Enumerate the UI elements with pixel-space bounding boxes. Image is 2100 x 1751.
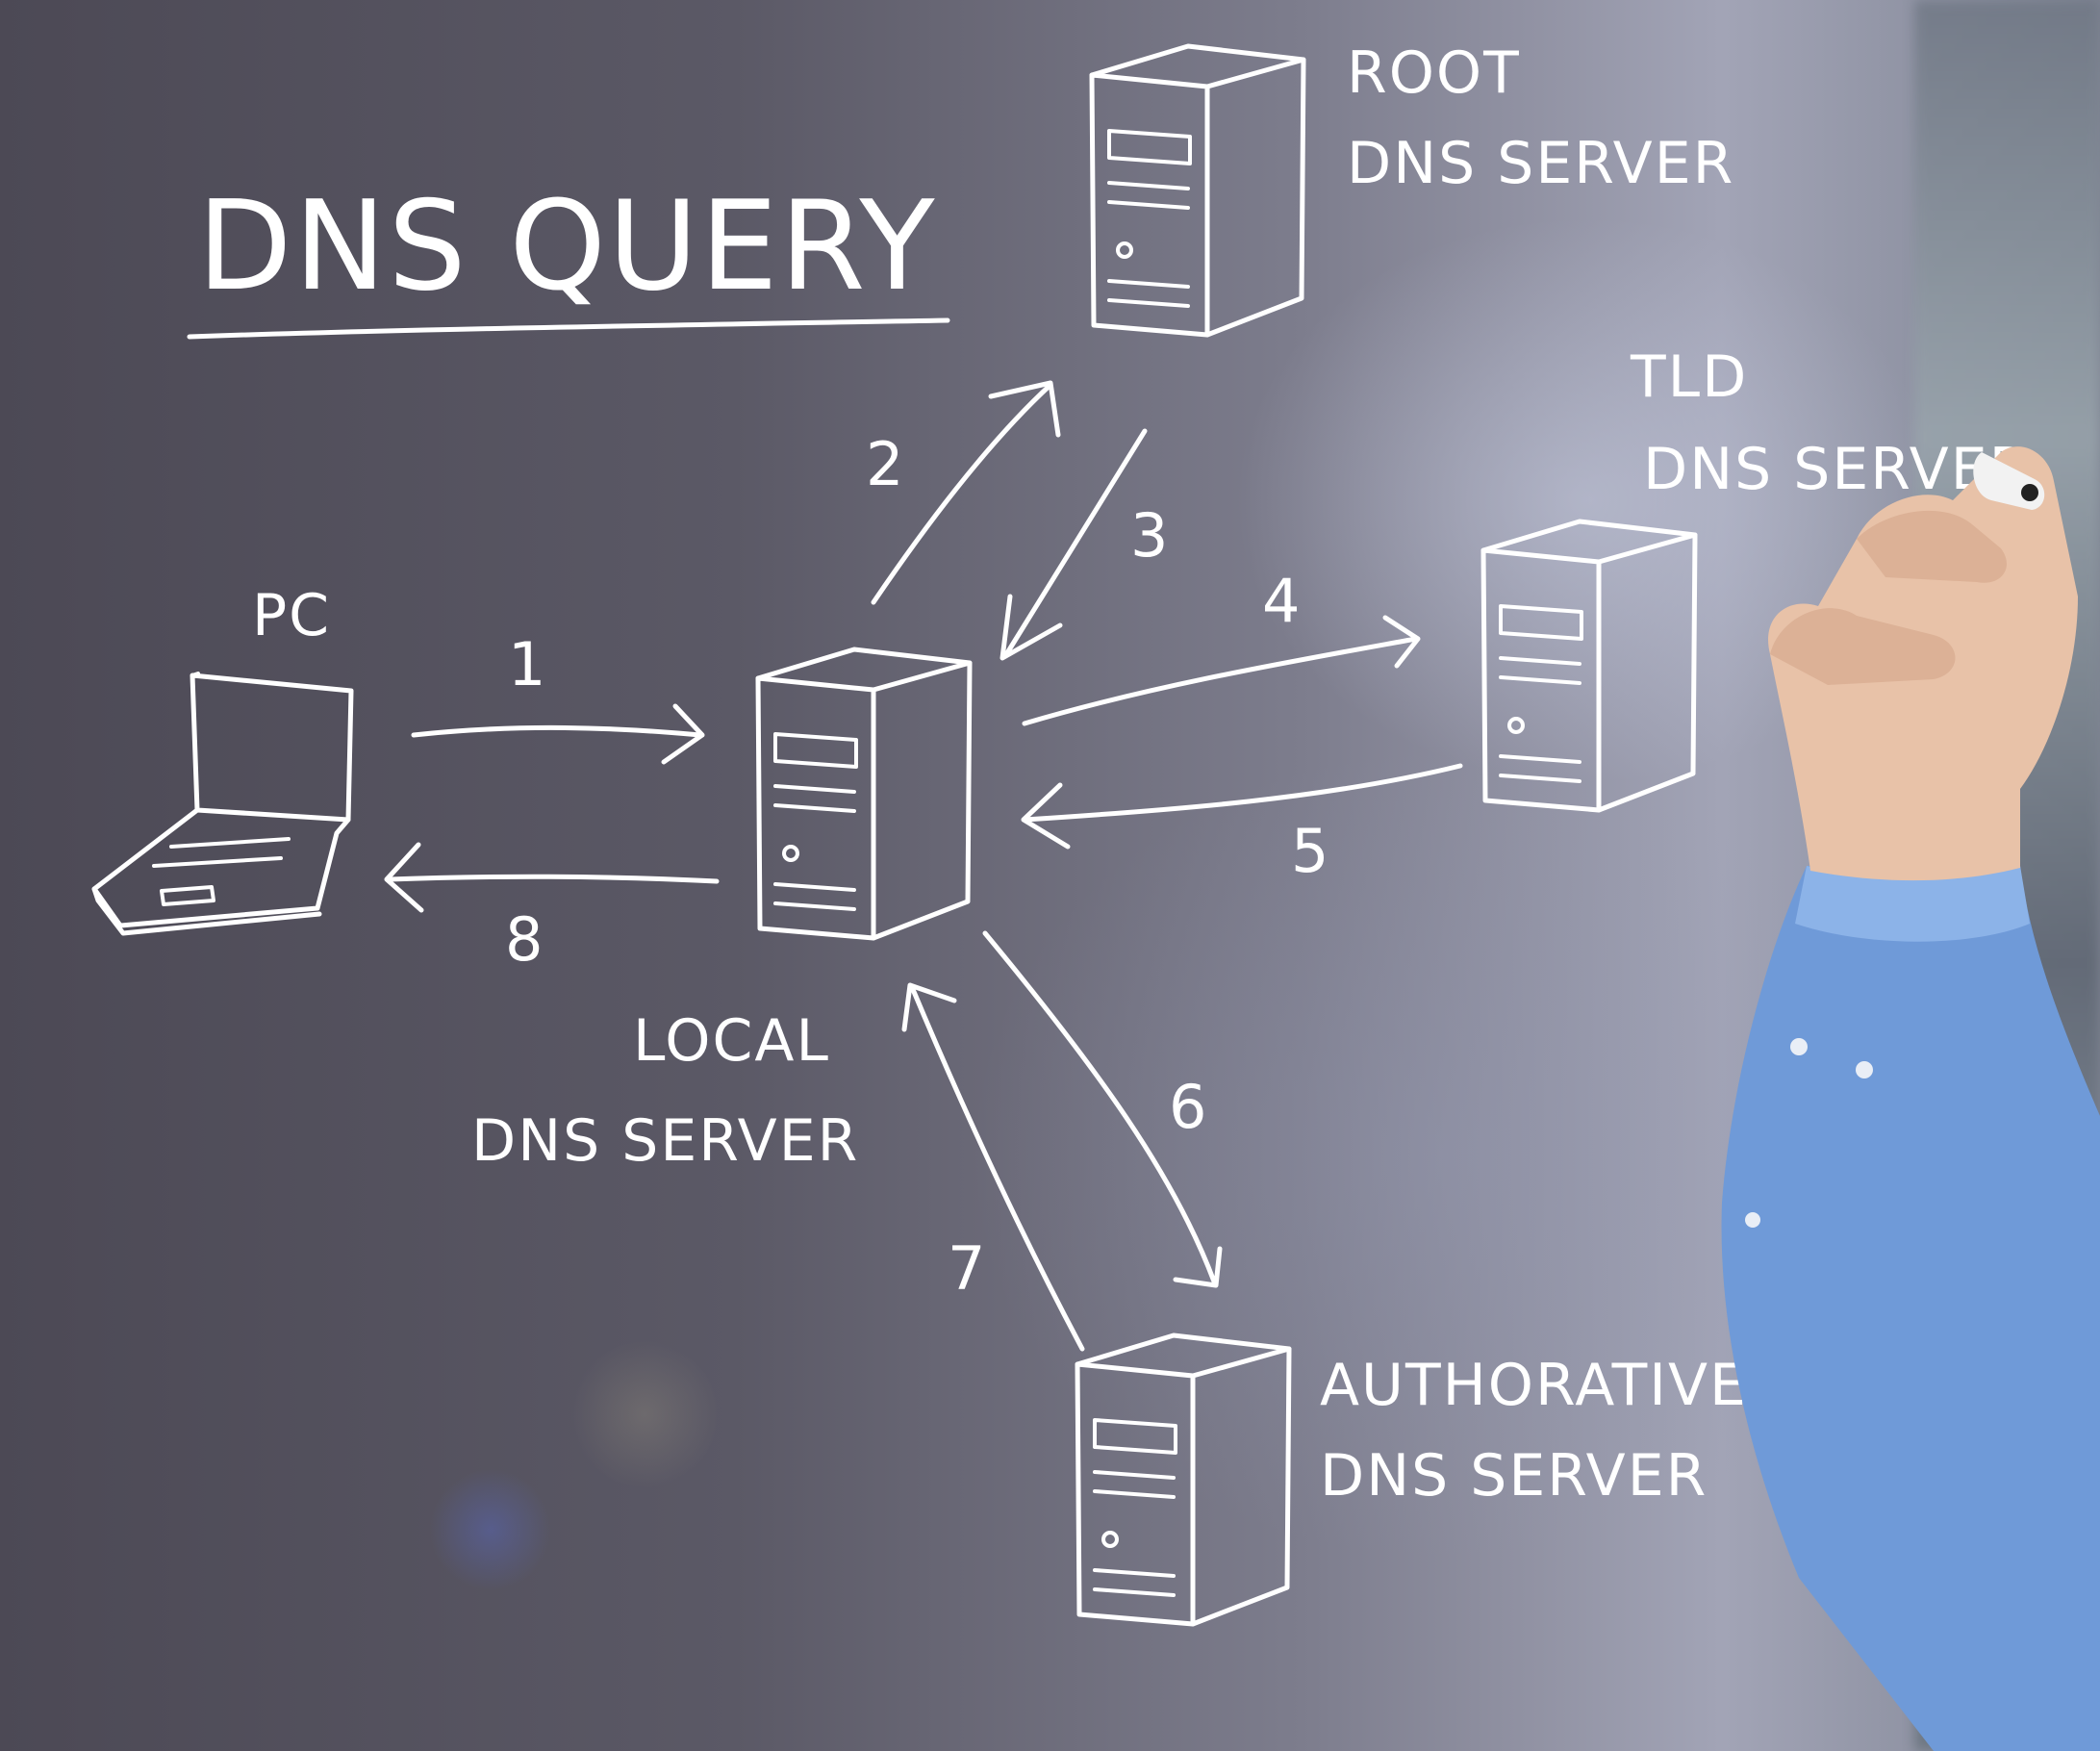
step-number-1: 1 xyxy=(508,629,547,699)
arrow-step-6 xyxy=(982,930,1223,1288)
root-label-line2: DNS SERVER xyxy=(1347,130,1734,197)
step-number-5: 5 xyxy=(1291,816,1330,886)
cuff-button xyxy=(1745,1212,1760,1228)
cuff-button xyxy=(1856,1061,1873,1079)
step-number-4: 4 xyxy=(1262,566,1302,636)
marker-tip xyxy=(2021,484,2038,501)
local-label-line2: DNS SERVER xyxy=(471,1107,859,1175)
step-number-7: 7 xyxy=(948,1233,987,1304)
arrow-step-5 xyxy=(1021,763,1463,850)
arrow-step-3 xyxy=(999,428,1148,661)
step-number-8: 8 xyxy=(505,904,544,975)
arrow-step-1 xyxy=(411,703,705,765)
pc-label: PC xyxy=(252,582,331,649)
cuff-button xyxy=(1790,1038,1808,1055)
presenter-arm xyxy=(1721,446,2100,1751)
authoritative-label-line2: DNS SERVER xyxy=(1320,1442,1708,1510)
shirt-cuff xyxy=(1795,866,2030,942)
root-label-line1: ROOT xyxy=(1347,39,1521,107)
authoritative-label-line1: AUTHORATIVE xyxy=(1320,1352,1748,1419)
root-dns-server-icon xyxy=(1092,46,1303,335)
title-underline xyxy=(187,317,950,340)
authoritative-dns-server-icon xyxy=(1077,1335,1289,1624)
arrow-step-4 xyxy=(1022,615,1421,726)
laptop-icon xyxy=(91,672,354,936)
local-label-line1: LOCAL xyxy=(633,1007,830,1075)
step-number-6: 6 xyxy=(1169,1072,1208,1142)
finger xyxy=(1857,510,2007,583)
finger xyxy=(1770,608,1956,685)
arrow-step-7 xyxy=(901,982,1085,1352)
shirt-sleeve xyxy=(1721,866,2100,1751)
local-dns-server-icon xyxy=(758,649,970,938)
step-number-3: 3 xyxy=(1130,500,1170,571)
diagram-title: DNS QUERY xyxy=(197,175,937,318)
tld-dns-server-icon xyxy=(1483,521,1695,810)
tld-label-line1: TLD xyxy=(1630,343,1748,411)
arrow-step-2 xyxy=(871,380,1061,605)
arrow-step-8 xyxy=(384,842,720,913)
step-number-2: 2 xyxy=(866,429,905,499)
